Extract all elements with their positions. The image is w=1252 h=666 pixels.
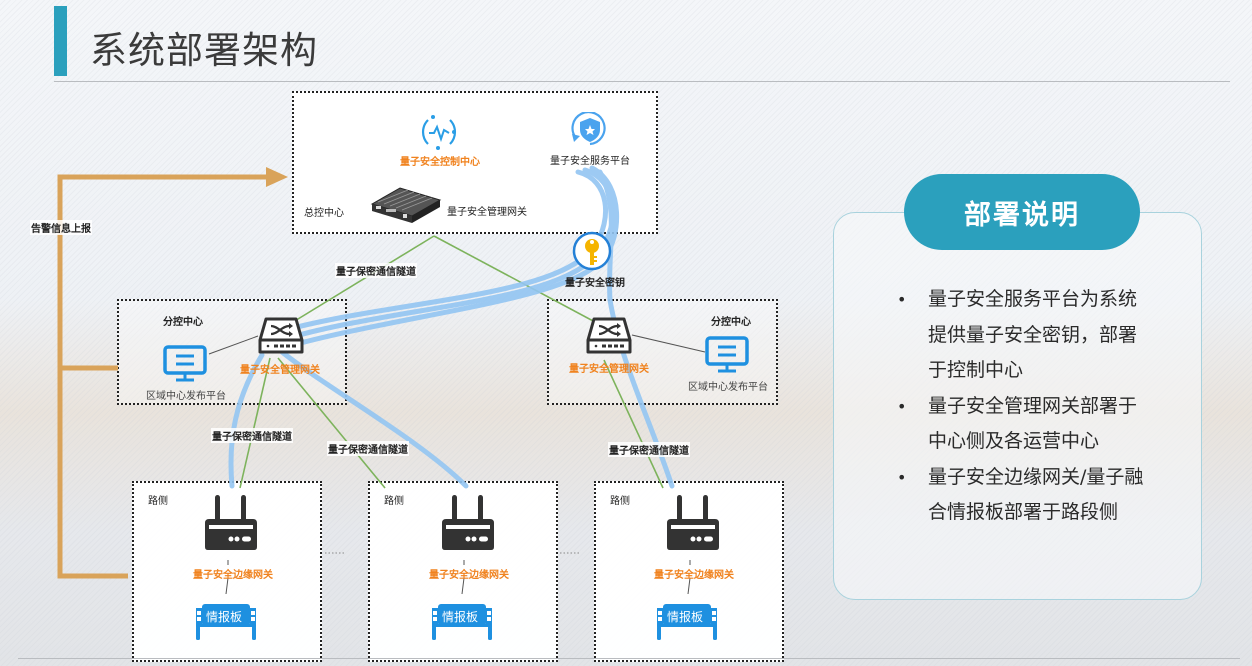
edge-gateway-label-2: 量子安全边缘网关 [429,570,509,581]
tunnel-label-right: 量子保密通信隧道 [608,442,690,457]
branch-right-gateway-icon [586,316,632,360]
note-item: 量子安全服务平台为系统提供量子安全密钥，部署于控制中心 [895,282,1155,389]
mgmt-gateway-appliance-icon [370,186,442,228]
zone-label-roadside-1: 路侧 [148,496,168,507]
branch-left-gateway-icon [258,316,304,360]
roadside-zone-2 [368,481,558,662]
zone-label-branch-right: 分控中心 [711,317,751,328]
alarm-arrow [57,167,288,579]
quantum-key-label: 量子安全密钥 [565,278,625,289]
control-center-label: 量子安全控制中心 [400,157,480,168]
footer-divider [18,658,1240,659]
branch-left-monitor-icon [163,345,207,387]
info-board-label-2: 情报板 [442,610,479,624]
header-divider [54,81,1230,82]
deployment-notes-title: 部署说明 [904,174,1140,250]
tunnel-label-top: 量子保密通信隧道 [335,263,417,278]
page-title: 系统部署架构 [90,29,318,72]
branch-zone-left [117,299,347,405]
branch-right-link [631,334,706,353]
roadside-zone-3 [594,481,784,662]
service-platform-icon [568,110,612,152]
zone-label-central: 总控中心 [304,208,344,219]
tunnel-label-left: 量子保密通信隧道 [211,428,293,443]
branch-right-platform-label: 区域中心发布平台 [688,382,768,393]
edge-gateway-label-1: 量子安全边缘网关 [193,570,273,581]
control-center-icon [418,112,460,156]
info-board-icon-1 [194,604,258,644]
key-flow-lines [228,165,675,489]
service-platform-label: 量子安全服务平台 [550,156,630,167]
info-board-label-3: 情报板 [667,610,704,624]
edge-router-icon-3 [665,495,721,555]
info-board-label-1: 情报板 [206,610,243,624]
edge-gateway-label-3: 量子安全边缘网关 [654,570,734,581]
note-item: 量子安全管理网关部署于中心侧及各运营中心 [895,389,1155,460]
title-accent-bar [54,6,67,76]
info-board-icon-2 [430,604,494,644]
branch-left-gateway-label: 量子安全管理网关 [240,365,320,376]
quantum-key-icon [571,231,613,275]
alarm-label: 告警信息上报 [30,220,92,235]
info-board-icon-3 [655,604,719,644]
deployment-notes-list: 量子安全服务平台为系统提供量子安全密钥，部署于控制中心 量子安全管理网关部署于中… [895,282,1155,531]
branch-right-monitor-icon [705,336,749,378]
branch-left-link [208,335,259,355]
roadside-zone-1 [132,481,322,662]
edge-router-icon-2 [440,495,496,555]
zone-label-roadside-3: 路侧 [610,496,630,507]
zone-label-branch-left: 分控中心 [163,317,203,328]
mgmt-gateway-label: 量子安全管理网关 [447,207,527,218]
tunnel-lines [239,235,664,489]
tunnel-label-middle: 量子保密通信隧道 [327,441,409,456]
edge-router-icon-1 [203,495,259,555]
note-item: 量子安全边缘网关/量子融合情报板部署于路段侧 [895,460,1155,531]
branch-right-gateway-label: 量子安全管理网关 [569,364,649,375]
zone-label-roadside-2: 路侧 [384,496,404,507]
branch-left-platform-label: 区域中心发布平台 [146,391,226,402]
